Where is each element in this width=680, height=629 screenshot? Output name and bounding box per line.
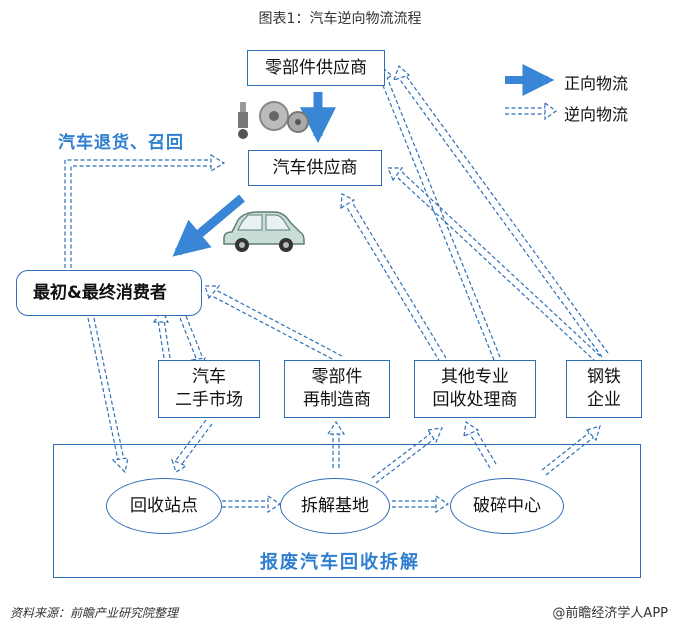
- dismantle-to-crush-arrow: [392, 500, 438, 508]
- station-to-dismantle-arrow: [222, 500, 270, 508]
- car-icon: [223, 211, 305, 252]
- recall-arrow: [64, 159, 212, 268]
- node-parts-supplier: 零部件供应商: [247, 50, 385, 86]
- dismantle-to-recycler-arrow: [371, 433, 435, 484]
- scrap-recycling-frame: [53, 444, 641, 578]
- node-recycle-station: 回收站点: [106, 478, 222, 534]
- consumer-to-used-arrow: [179, 315, 203, 359]
- crush-to-recycler-arrow: [469, 429, 497, 469]
- steel-to-parts-arrow: [397, 72, 609, 358]
- chart-title: 图表1：汽车逆向物流流程: [258, 11, 422, 27]
- forward-arrow-car-to-consumer: [172, 194, 245, 257]
- source-note: 资料来源：前瞻产业研究院整理: [10, 606, 179, 620]
- node-used-car-market: 汽车 二手市场: [158, 360, 260, 418]
- node-car-supplier: 汽车供应商: [248, 150, 382, 186]
- consumer-to-station-arrow: [87, 317, 125, 461]
- node-steel: 钢铁 企业: [566, 360, 642, 418]
- used-to-consumer-arrow: [157, 319, 171, 359]
- legend-reverse-label: 逆向物流: [564, 105, 629, 124]
- dismantle-to-reman-arrow: [332, 432, 340, 468]
- node-parts-reman: 零部件 再制造商: [284, 360, 390, 418]
- scrap-area-label: 报废汽车回收拆解: [260, 552, 420, 573]
- reverse-arrows: [64, 64, 609, 514]
- legend-forward-label: 正向物流: [564, 74, 629, 93]
- steel-to-car-arrow: [397, 171, 601, 363]
- recycler-to-parts-arrow: [379, 74, 501, 361]
- reman-to-consumer-arrow: [211, 289, 343, 363]
- auto-parts-icon: [238, 101, 309, 139]
- crush-to-steel-arrow: [541, 431, 595, 476]
- forward-arrows: [172, 64, 555, 257]
- recycler-to-car-arrow: [345, 201, 447, 363]
- node-dismantle-base: 拆解基地: [280, 478, 390, 534]
- node-other-recycler: 其他专业 回收处理商: [414, 360, 536, 418]
- used-to-station-arrow: [175, 419, 213, 465]
- recall-label: 汽车退货、召回: [58, 133, 184, 153]
- brand-watermark: @前瞻经济学人APP: [552, 606, 668, 621]
- node-crush-center: 破碎中心: [450, 478, 564, 534]
- node-consumer: 最初&最终消费者: [16, 270, 202, 316]
